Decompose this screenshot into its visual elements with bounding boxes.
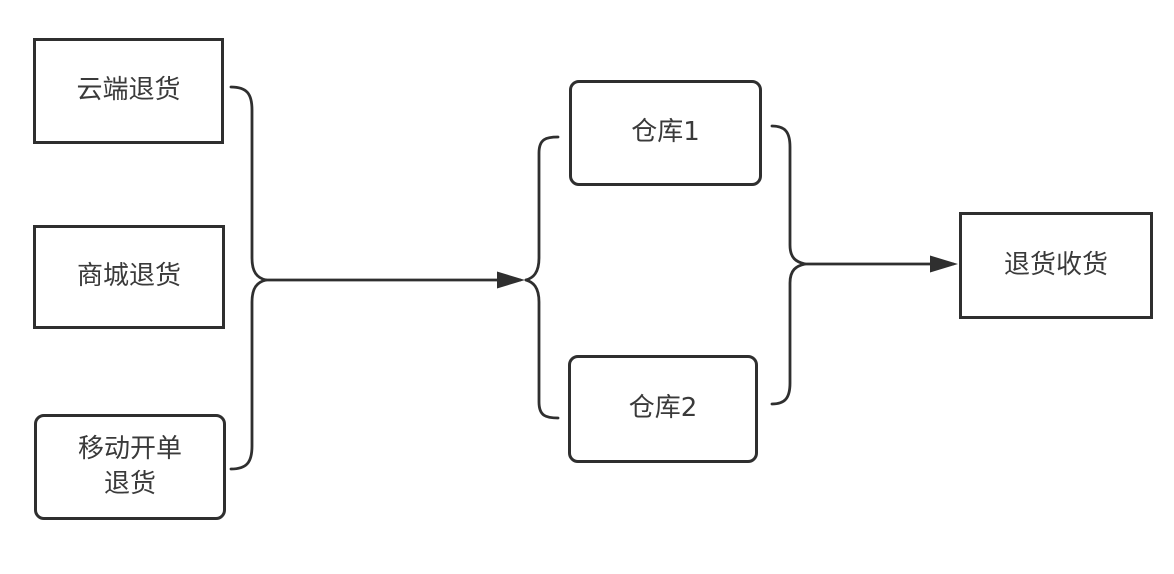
node-return-receipt-label: 退货收货 (1003, 249, 1108, 280)
node-return-receipt: 退货收货 (959, 212, 1153, 319)
node-warehouse-1-label: 仓库1 (631, 117, 700, 148)
arrowhead-icon (930, 255, 958, 273)
node-warehouse-2: 仓库2 (568, 355, 758, 463)
node-mobile-order-return: 移动开单 退货 (34, 414, 226, 520)
edge-warehouse-merge-from-2 (770, 262, 807, 406)
node-warehouse-1: 仓库1 (569, 80, 762, 186)
edge-cloud-return-to-merge (229, 85, 268, 282)
node-mall-return: 商城退货 (33, 225, 225, 329)
node-mobile-order-return-label: 移动开单 退货 (77, 433, 182, 499)
node-warehouse-2-label: 仓库2 (628, 393, 698, 424)
node-cloud-return: 云端退货 (33, 38, 224, 144)
edge-mobile-order-return-to-merge (229, 278, 268, 471)
node-cloud-return-label: 云端退货 (76, 75, 181, 106)
edge-split-to-warehouse-2 (524, 278, 560, 420)
node-mall-return-label: 商城退货 (76, 261, 181, 292)
edge-warehouse-1-to-merge (770, 124, 807, 266)
edge-split-to-warehouse-1 (524, 135, 560, 282)
arrowhead-icon (497, 271, 525, 289)
